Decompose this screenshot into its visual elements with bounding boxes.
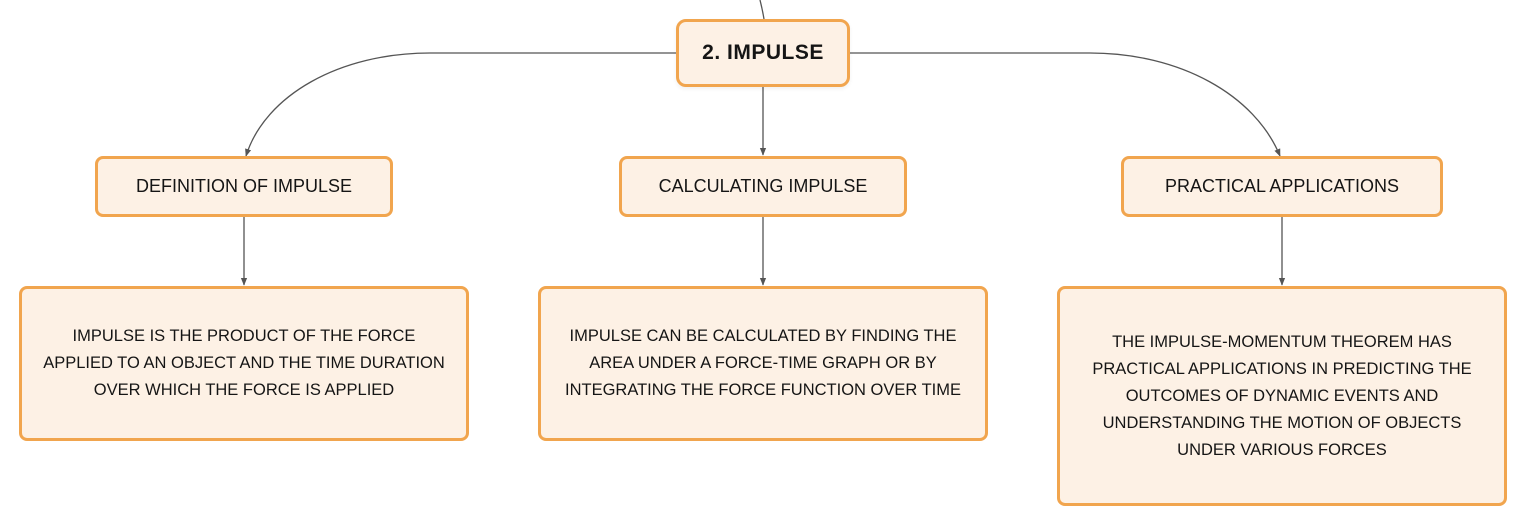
branch-node-calculating[interactable]: CALCULATING IMPULSE <box>619 156 907 217</box>
root-node[interactable]: 2. IMPULSE <box>676 19 850 87</box>
branch-node-label: PRACTICAL APPLICATIONS <box>1164 176 1400 196</box>
detail-node-applications[interactable]: THE IMPULSE-MOMENTUM THEOREM HAS PRACTIC… <box>1057 286 1507 506</box>
connector-root-to-definition <box>245 52 676 157</box>
branch-node-label: DEFINITION OF IMPULSE <box>135 176 353 196</box>
detail-node-calculating[interactable]: IMPULSE CAN BE CALCULATED BY FINDING THE… <box>538 286 988 441</box>
branch-node-definition[interactable]: DEFINITION OF IMPULSE <box>95 156 393 217</box>
connector-root-to-applications <box>850 52 1281 157</box>
connector-from-parent <box>759 0 765 20</box>
detail-node-definition[interactable]: IMPULSE IS THE PRODUCT OF THE FORCE APPL… <box>19 286 469 441</box>
branch-node-applications[interactable]: PRACTICAL APPLICATIONS <box>1121 156 1443 217</box>
detail-node-text: IMPULSE CAN BE CALCULATED BY FINDING THE… <box>564 327 962 399</box>
branch-node-label: CALCULATING IMPULSE <box>658 176 868 196</box>
detail-node-text: THE IMPULSE-MOMENTUM THEOREM HAS PRACTIC… <box>1092 332 1472 459</box>
detail-node-text: IMPULSE IS THE PRODUCT OF THE FORCE APPL… <box>43 327 445 399</box>
root-node-label: 2. IMPULSE <box>702 41 824 64</box>
